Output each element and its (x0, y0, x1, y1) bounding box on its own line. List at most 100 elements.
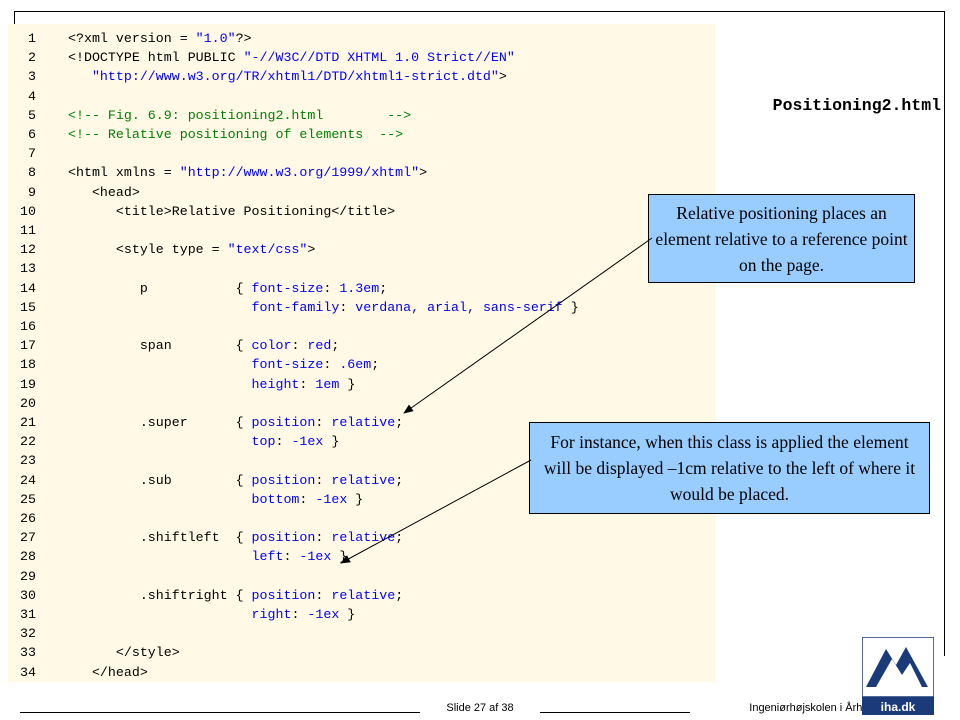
code-token: : (299, 376, 316, 392)
line-number: 26 (20, 511, 36, 526)
line-number: 34 (20, 664, 36, 680)
code-token: : (299, 491, 316, 507)
code-token: .shiftright { (68, 587, 252, 603)
code-token: } (339, 376, 356, 392)
code-token: <!-- Relative positioning of elements --… (68, 127, 404, 142)
code-text: <title>Relative Positioning</title> (68, 202, 395, 221)
code-token: } (323, 434, 340, 450)
code-token: : (283, 549, 300, 565)
line-number: 29 (20, 568, 36, 584)
line-number: 18 (20, 357, 36, 373)
line-number: 22 (20, 434, 36, 450)
line-number: 13 (20, 261, 36, 277)
code-token: .shiftleft { (68, 530, 252, 546)
code-token: -1ex (307, 607, 340, 622)
code-token: <!DOCTYPE html PUBLIC (68, 50, 244, 66)
code-token: > (498, 69, 507, 85)
code-token: ; (395, 472, 404, 488)
code-text: <?xml version = "1.0"?> (68, 29, 252, 48)
code-token: : (323, 357, 340, 373)
code-token (68, 492, 252, 507)
line-number: 6 (28, 127, 36, 142)
footer-rule-right (540, 712, 690, 713)
code-token: left (251, 549, 284, 565)
code-token: position (251, 472, 316, 488)
line-number: 8 (28, 165, 36, 181)
code-text: right: -1ex } (68, 605, 356, 624)
callout-relative-positioning: Relative positioning places an element r… (648, 194, 915, 283)
line-number: 17 (20, 338, 36, 354)
line-number: 14 (20, 280, 36, 296)
code-token: bottom (251, 491, 300, 507)
code-token: </head> (68, 664, 148, 680)
code-token: font-family (251, 299, 340, 315)
code-token: 1em (315, 376, 340, 392)
slide-title: Positioning2.html (772, 96, 941, 115)
code-token: : (315, 530, 332, 546)
code-token: -1ex (299, 549, 332, 565)
line-number: 5 (28, 107, 36, 123)
code-text: height: 1em } (68, 375, 356, 394)
code-token: color (251, 338, 292, 354)
school-name: Ingeniørhøjskolen i Århus (749, 702, 874, 714)
code-token: : (315, 587, 332, 603)
code-token: position (251, 587, 316, 603)
callout-text: Relative positioning places an element r… (655, 202, 908, 275)
code-token: red (307, 338, 332, 354)
line-number: 15 (20, 299, 36, 315)
code-token (68, 377, 252, 392)
code-token: relative (331, 415, 396, 430)
line-number: 16 (20, 319, 36, 334)
code-token: > (307, 242, 316, 258)
code-token: ; (371, 357, 380, 373)
code-token: 1.3em (339, 280, 380, 296)
line-number: 32 (20, 626, 36, 642)
line-number: 24 (20, 472, 36, 488)
code-text: span { color: red; (68, 336, 340, 355)
code-token: ?> (235, 31, 252, 46)
code-token: font-size (251, 280, 324, 296)
code-text: font-size: .6em; (68, 355, 380, 374)
callout-shiftleft-example: For instance, when this class is applied… (529, 422, 930, 514)
code-token: position (251, 415, 316, 430)
code-token: .6em (339, 357, 372, 373)
code-token: p { (68, 280, 252, 296)
code-token: ; (331, 338, 340, 354)
code-token: : (315, 415, 332, 430)
code-token: "http://www.w3.org/1999/xhtml" (179, 165, 420, 181)
code-token (68, 434, 252, 449)
line-number: 19 (20, 376, 36, 392)
code-token: <?xml version = (68, 31, 196, 46)
code-token: <html xmlns = (68, 165, 180, 181)
code-text: .super { position: relative; (68, 413, 403, 432)
code-token: relative (331, 472, 396, 488)
code-token: : (275, 434, 292, 450)
line-number: 1 (28, 31, 36, 46)
slide-number: Slide 27 af 38 (446, 702, 514, 714)
code-token: } (331, 549, 348, 565)
code-token (68, 357, 252, 372)
line-number: 9 (28, 184, 36, 200)
line-number: 11 (20, 223, 36, 238)
code-token: verdana, arial, sans-serif (355, 299, 563, 315)
code-token: top (251, 434, 276, 450)
code-token: height (251, 376, 300, 392)
line-number: 21 (20, 415, 36, 430)
slide-frame-right (944, 11, 945, 656)
code-token: : (323, 280, 340, 296)
code-token: relative (331, 530, 396, 546)
logo-text: iha.dk (881, 700, 916, 714)
slide-frame-top (14, 11, 944, 12)
code-text: .shiftleft { position: relative; (68, 528, 403, 547)
code-token (68, 607, 252, 622)
code-token: right (251, 607, 292, 622)
code-text: <head> (68, 183, 140, 202)
line-number: 31 (20, 607, 36, 622)
code-token: ; (379, 280, 388, 296)
line-number: 28 (20, 549, 36, 565)
code-text: <!-- Fig. 6.9: positioning2.html --> (68, 106, 411, 125)
code-token: </style> (68, 645, 180, 661)
code-text: left: -1ex } (68, 547, 348, 566)
line-number: 23 (20, 453, 36, 469)
iha-logo: iha.dk (862, 637, 934, 715)
